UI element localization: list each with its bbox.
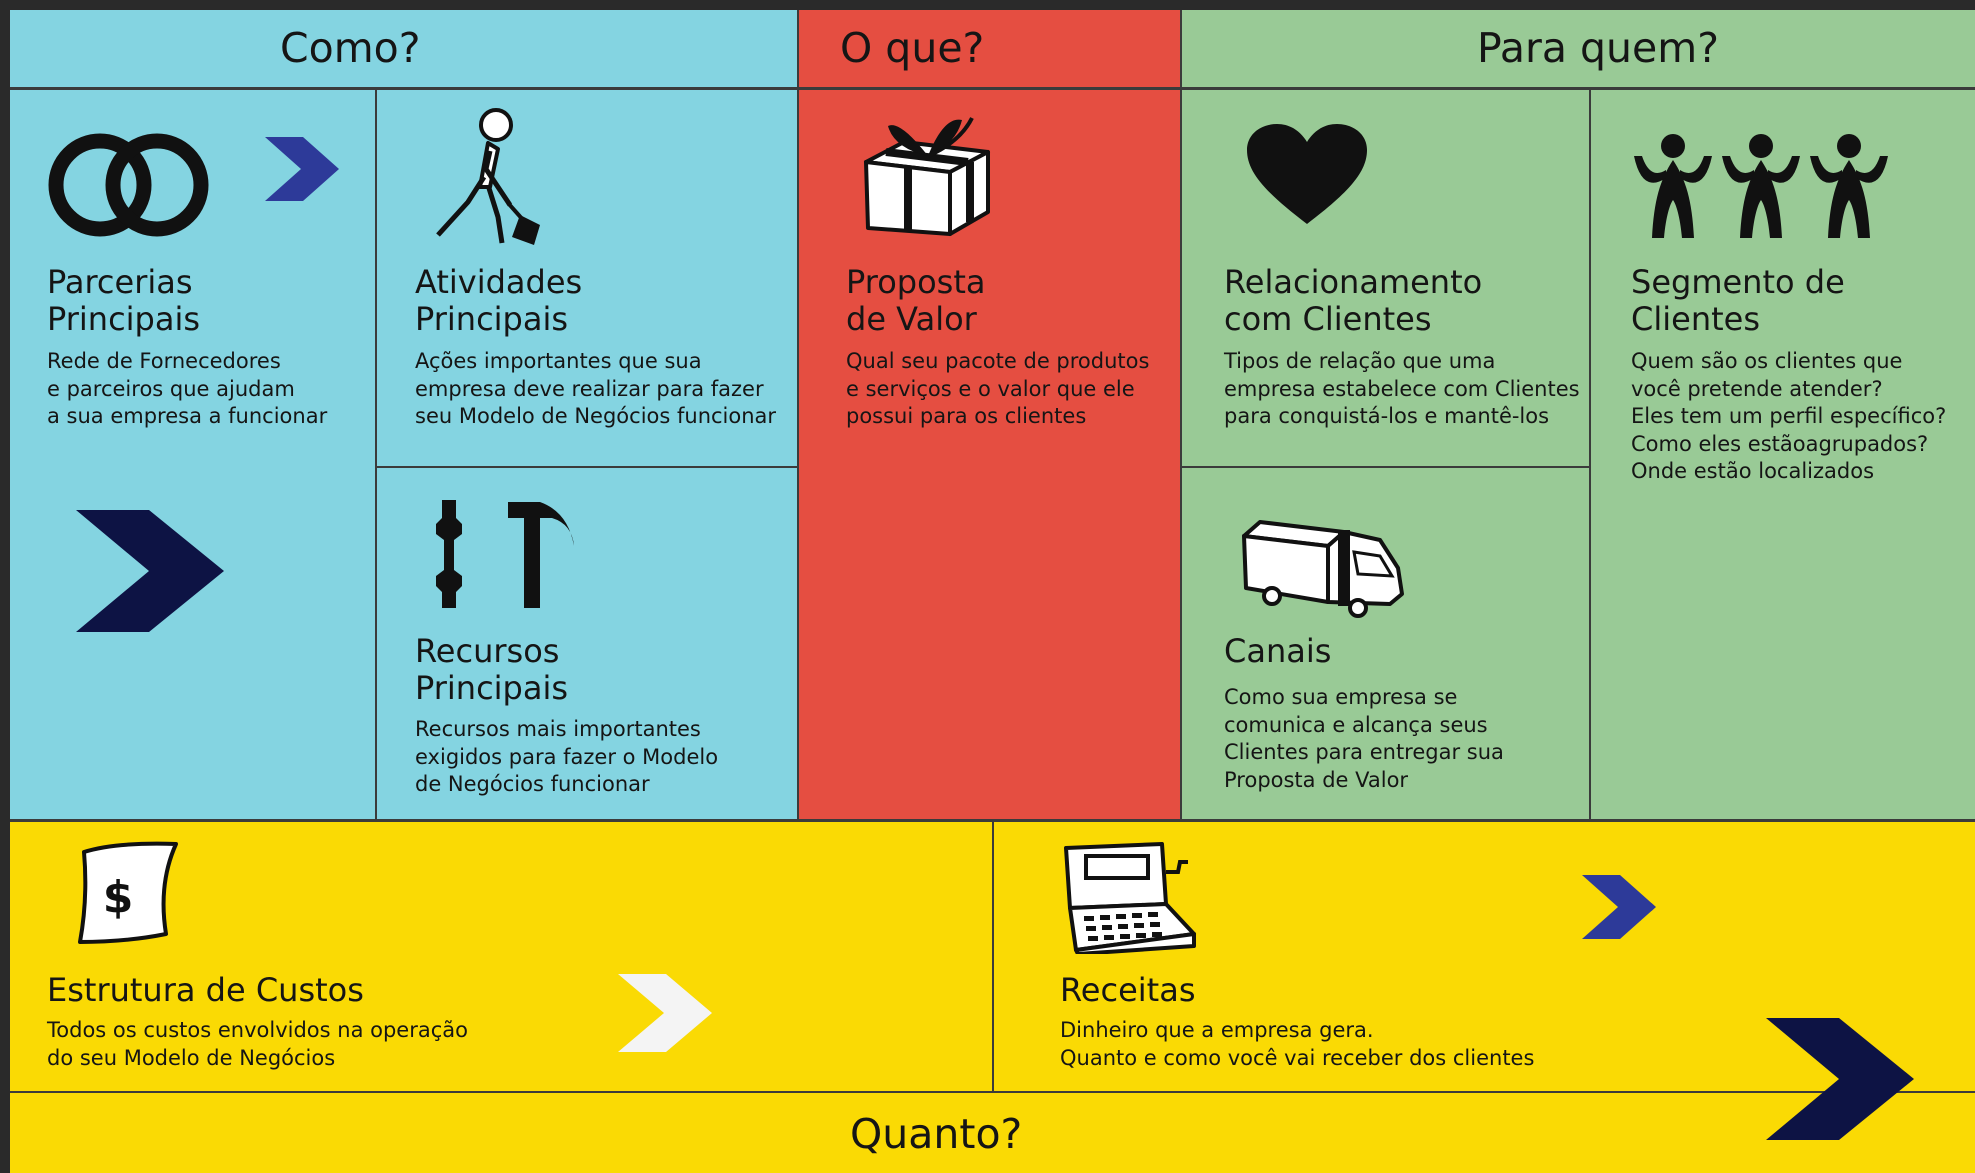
dollar-symbol: $ [103, 872, 134, 923]
bottom-col-divider [992, 820, 994, 1092]
atividades-title: Atividades Principais [415, 263, 583, 338]
row-divider-left [376, 466, 798, 468]
header-divider [10, 87, 1975, 90]
chevron-icon [1766, 1018, 1914, 1140]
dollar-note-icon: $ [78, 841, 178, 944]
parcerias-desc: Rede de Fornecedores e parceiros que aju… [47, 349, 328, 428]
canais-title: Canais [1224, 632, 1332, 670]
chevron-icon [618, 974, 712, 1052]
parcerias-title: Parcerias Principais [47, 263, 201, 338]
custos-title: Estrutura de Custos [47, 971, 364, 1009]
relacionamento-title: Relacionamento com Clientes [1224, 263, 1483, 338]
relacionamento-desc: Tipos de relação que uma empresa estabel… [1224, 349, 1580, 428]
outer-left-border [0, 0, 10, 1173]
header-oque: O que? [840, 24, 985, 72]
segmento-desc: Quem são os clientes que você pretende a… [1631, 349, 1947, 483]
receitas-desc: Dinheiro que a empresa gera. Quanto e co… [1060, 1018, 1535, 1070]
heart-icon [1247, 124, 1367, 224]
col-divider-1 [375, 88, 377, 820]
header-paraquem: Para quem? [1477, 24, 1719, 72]
col-divider-2 [797, 10, 799, 820]
quanto-divider [10, 1091, 1975, 1093]
custos-desc: Todos os custos envolvidos na operação d… [47, 1018, 468, 1070]
atividades-desc: Ações importantes que sua empresa deve r… [415, 349, 777, 428]
worker-shovel-icon [436, 108, 540, 245]
col-divider-4 [1589, 88, 1591, 820]
proposta-desc: Qual seu pacote de produtos e serviços e… [846, 349, 1150, 428]
header-como: Como? [280, 24, 421, 72]
chevron-icon [265, 137, 339, 201]
receitas-title: Receitas [1060, 971, 1196, 1009]
header-quanto: Quanto? [850, 1110, 1023, 1158]
recursos-title: Recursos Principais [415, 632, 569, 707]
rings-icon [48, 133, 209, 237]
outer-top-border [0, 0, 1975, 10]
chevron-icon [76, 510, 224, 632]
people-icon [1634, 134, 1888, 238]
col-divider-3 [1180, 10, 1182, 820]
oque-region [798, 10, 1181, 820]
cash-register-icon [1064, 842, 1196, 954]
chevron-icon [1582, 875, 1656, 939]
proposta-title: Proposta de Valor [846, 263, 986, 338]
row-divider-right [1181, 466, 1589, 468]
truck-icon [1242, 520, 1404, 618]
wrench-hammer-icon [436, 500, 574, 608]
canais-desc: Como sua empresa se comunica e alcança s… [1224, 685, 1504, 792]
segmento-title: Segmento de Clientes [1631, 263, 1845, 338]
gift-icon [864, 117, 990, 236]
recursos-desc: Recursos mais importantes exigidos para … [415, 717, 719, 796]
